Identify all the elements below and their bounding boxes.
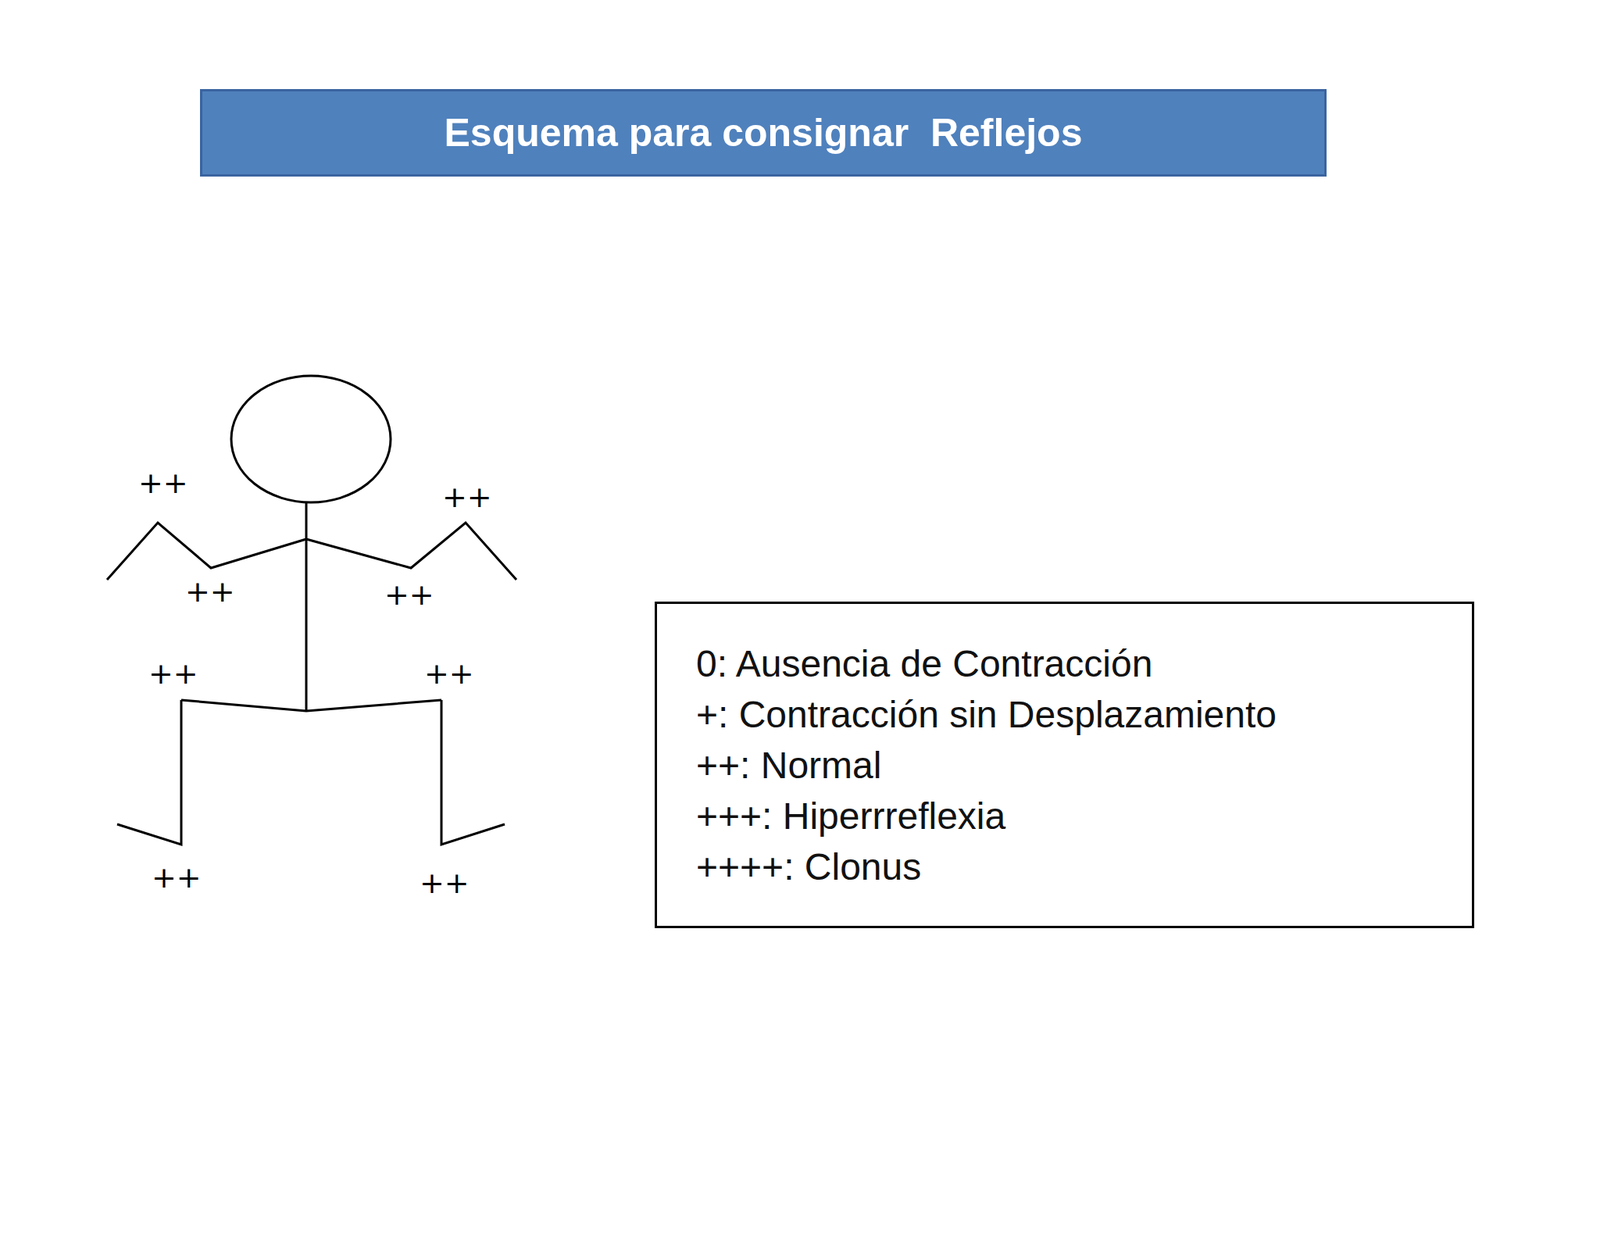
reflex-grade: ++	[151, 862, 202, 893]
key-box: 0: Ausencia de Contracción+: Contracción…	[654, 601, 1475, 929]
reflex-grade: ++	[424, 658, 475, 689]
reflex-grade: ++	[384, 579, 435, 610]
reflex-grade: ++	[185, 576, 236, 607]
key-text: 0: Ausencia de Contracción	[696, 638, 1433, 690]
reflex-grade: ++	[148, 658, 199, 689]
title-text: Esquema para consignar Reflejos	[444, 110, 1083, 156]
key-text: +++: Hiperrreflexia	[696, 790, 1433, 842]
reflex-grade: ++	[138, 467, 189, 498]
reflex-grade: ++	[442, 482, 493, 512]
key-text: +: Contracción sin Desplazamiento	[696, 689, 1433, 740]
key-text: ++: Normal	[696, 739, 1433, 791]
key-text: ++++: Clonus	[696, 841, 1433, 893]
reflex-grade: ++	[419, 867, 470, 898]
title-band: Esquema para consignar Reflejos	[200, 89, 1327, 177]
